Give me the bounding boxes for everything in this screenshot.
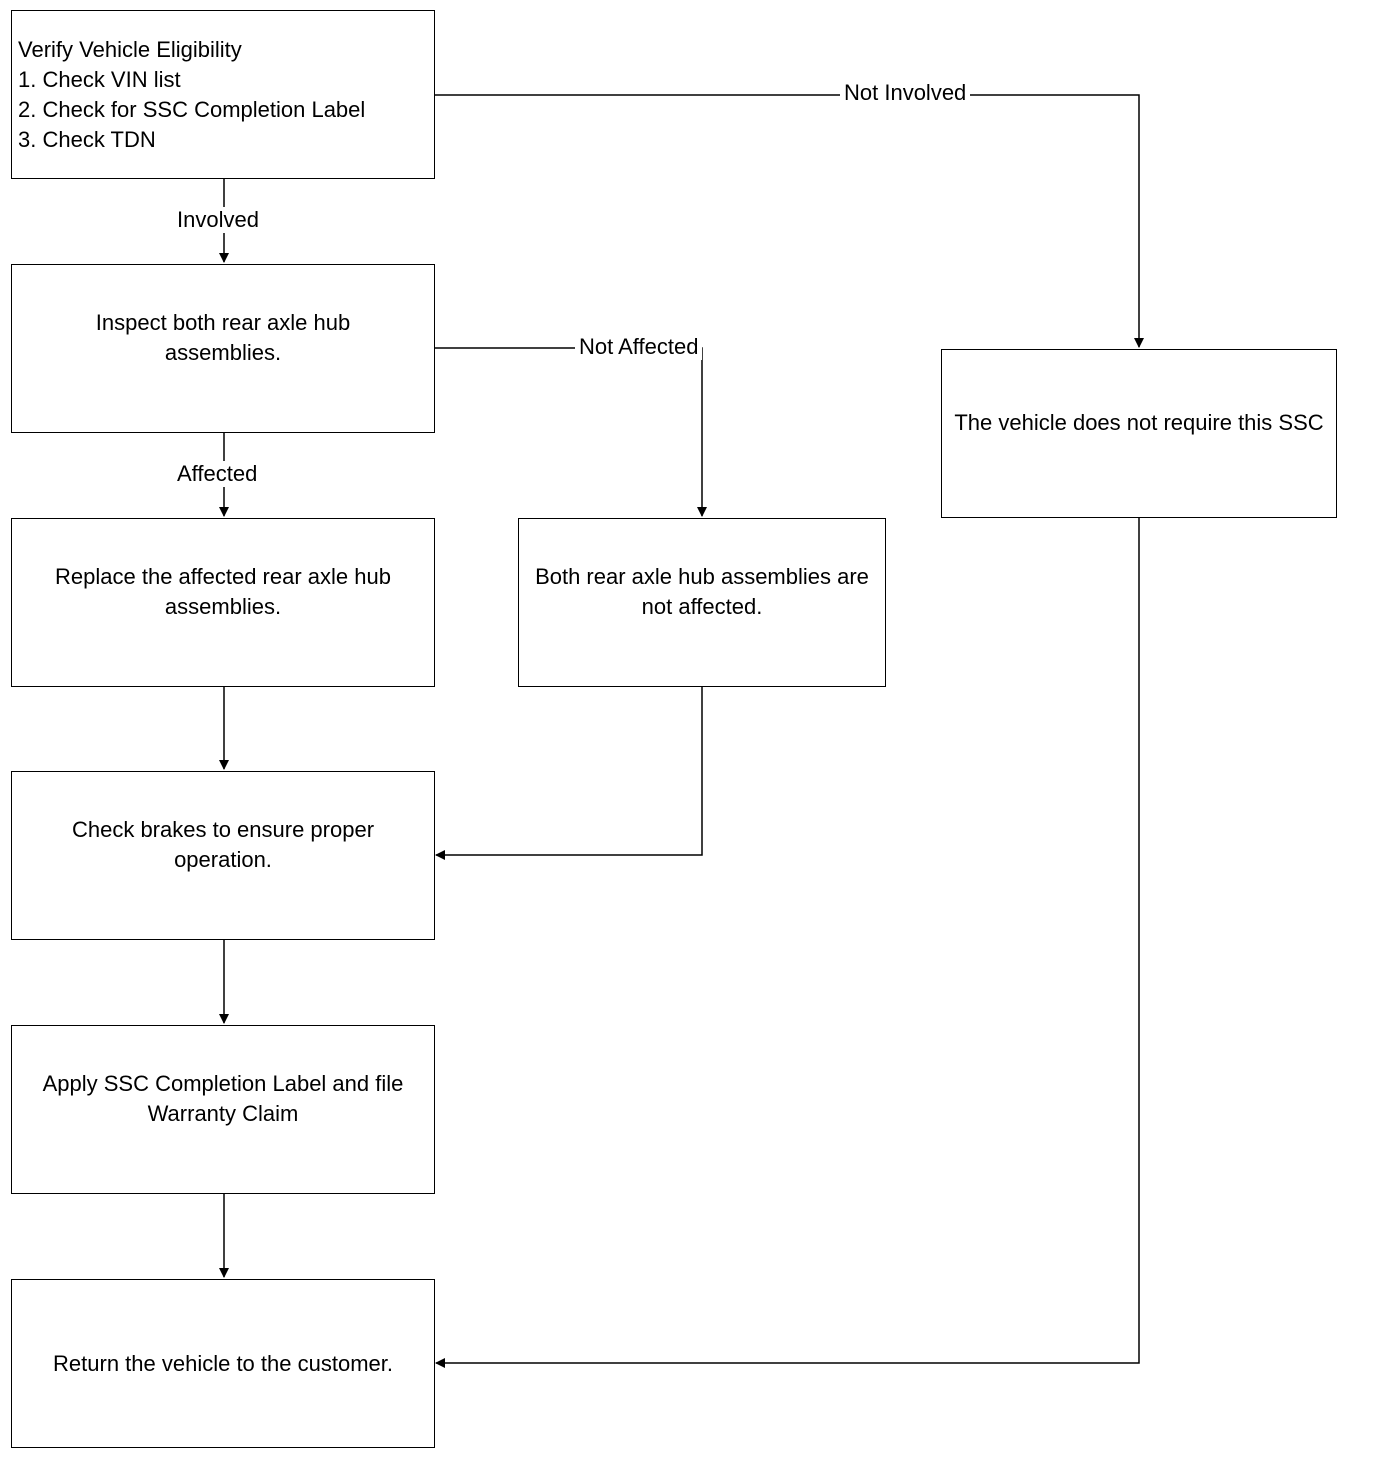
edge-label-affected: Affected: [173, 461, 262, 487]
not-affected-result-text: Both rear axle hub assemblies are not af…: [535, 563, 869, 619]
inspect-hubs-text: Inspect both rear axle hub assemblies.: [95, 309, 351, 365]
check-brakes-box: Check brakes to ensure proper operation.: [11, 771, 435, 940]
not-required-box: The vehicle does not require this SSC: [941, 349, 1337, 518]
edge-label-involved: Involved: [173, 207, 263, 233]
check-brakes-text: Check brakes to ensure proper operation.: [71, 816, 375, 872]
apply-label-box: Apply SSC Completion Label and file Warr…: [11, 1025, 435, 1194]
not-affected-result-box: Both rear axle hub assemblies are not af…: [518, 518, 886, 687]
return-vehicle-box: Return the vehicle to the customer.: [11, 1279, 435, 1448]
replace-hubs-text: Replace the affected rear axle hub assem…: [55, 563, 391, 619]
edge-not-affected-to-brakes: [435, 687, 703, 860]
replace-hubs-box: Replace the affected rear axle hub assem…: [11, 518, 435, 687]
edge-not-affected: [435, 347, 707, 517]
not-required-text: The vehicle does not require this SSC: [954, 409, 1324, 435]
edge-not-involved: [435, 94, 1144, 348]
edge-not-required-to-return: [435, 518, 1140, 1368]
verify-eligibility-text: Verify Vehicle Eligibility 1. Check VIN …: [18, 37, 366, 152]
apply-label-text: Apply SSC Completion Label and file Warr…: [42, 1070, 404, 1126]
edge-label-not-involved: Not Involved: [840, 80, 971, 106]
inspect-hubs-box: Inspect both rear axle hub assemblies.: [11, 264, 435, 433]
return-vehicle-text: Return the vehicle to the customer.: [53, 1350, 393, 1376]
edge-label-not-affected: Not Affected: [575, 334, 703, 360]
verify-eligibility-box: Verify Vehicle Eligibility 1. Check VIN …: [11, 10, 435, 179]
